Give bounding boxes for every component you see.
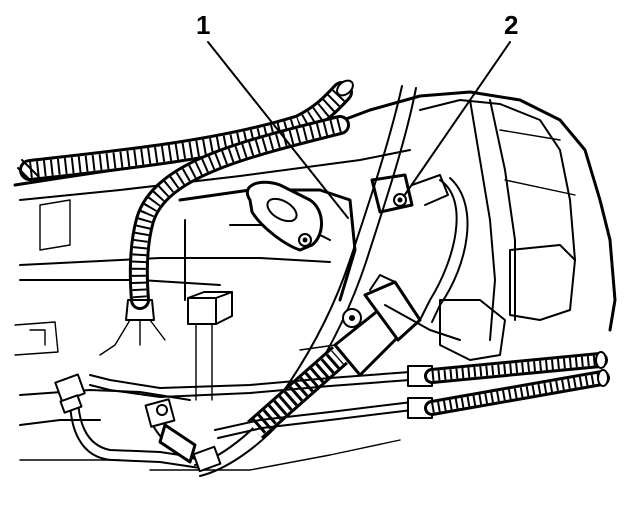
callout-label-2: 2: [504, 10, 518, 40]
mounting-bracket: [246, 180, 323, 252]
callout-label-1: 1: [196, 10, 210, 40]
cooler-hoses: [424, 351, 610, 416]
corrugated-harness-upper: [17, 79, 354, 183]
leader-line-1: [207, 41, 349, 219]
pipe-block: [187, 291, 233, 401]
corrugated-harness-lower: [99, 115, 350, 356]
cooler-lines: [69, 371, 413, 469]
cable-boot: [247, 346, 348, 439]
callout-leaders: [207, 41, 511, 219]
line-fittings: [54, 365, 433, 473]
leader-line-2: [403, 41, 511, 197]
shift-cable: [194, 85, 469, 477]
cable-end-lever: [299, 274, 461, 377]
